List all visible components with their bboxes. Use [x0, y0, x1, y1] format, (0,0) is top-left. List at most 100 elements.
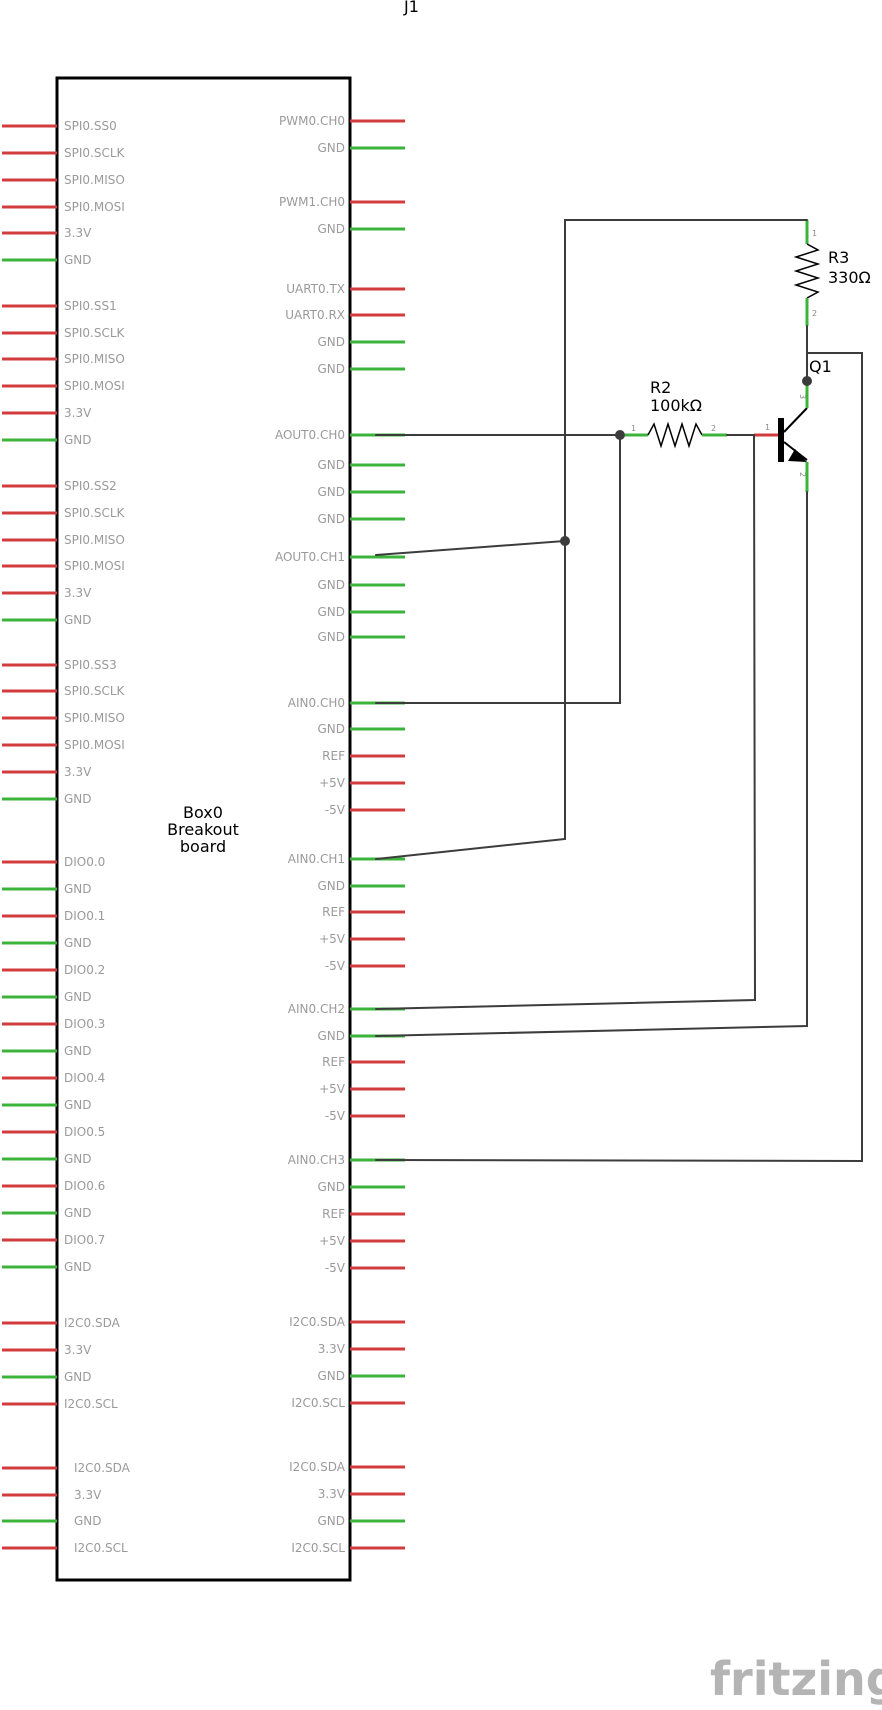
right-pin[interactable]: GND	[317, 335, 405, 349]
right-pin[interactable]: GND	[317, 458, 405, 472]
right-pin[interactable]: I2C0.SCL	[291, 1396, 405, 1410]
left-pin[interactable]: GND	[2, 936, 92, 950]
left-pin[interactable]: I2C0.SDA	[2, 1461, 131, 1475]
left-pin[interactable]: SPI0.SCLK	[2, 684, 126, 698]
right-pin[interactable]: GND	[317, 1514, 405, 1528]
right-pin[interactable]: +5V	[319, 1082, 405, 1096]
left-pin[interactable]: 3.3V	[2, 1488, 102, 1502]
left-pin[interactable]: GND	[2, 1260, 92, 1274]
wire-r2-node-to-ain0-ch0[interactable]	[375, 434, 621, 704]
left-pin[interactable]: DIO0.4	[2, 1071, 105, 1085]
right-pin[interactable]: GND	[317, 630, 405, 644]
left-pin[interactable]: I2C0.SCL	[2, 1397, 118, 1411]
right-pin[interactable]: GND	[317, 222, 405, 236]
right-pin[interactable]: +5V	[319, 776, 405, 790]
left-pin[interactable]: SPI0.SS1	[2, 299, 117, 313]
left-pin[interactable]: DIO0.1	[2, 909, 105, 923]
resistor-r2[interactable]: 1 2 R2 100kΩ	[625, 378, 727, 449]
left-pin[interactable]: DIO0.0	[2, 855, 105, 869]
right-pin[interactable]: GND	[317, 578, 405, 592]
left-pin[interactable]: GND	[2, 990, 92, 1004]
left-pin-label: SPI0.SS3	[64, 658, 117, 672]
right-pin[interactable]: I2C0.SDA	[289, 1315, 405, 1329]
left-pin[interactable]: SPI0.SCLK	[2, 146, 126, 160]
right-pin[interactable]: GND	[317, 605, 405, 619]
left-pin[interactable]: GND	[2, 792, 92, 806]
right-pin[interactable]: -5V	[325, 1261, 405, 1275]
right-pin[interactable]: UART0.RX	[285, 308, 405, 322]
right-pin[interactable]: PWM1.CH0	[279, 195, 405, 209]
left-pin[interactable]: SPI0.MOSI	[2, 379, 125, 393]
left-pin[interactable]: GND	[2, 613, 92, 627]
right-pin[interactable]: REF	[322, 1055, 405, 1069]
resistor-r3[interactable]: 1 2 R3 330Ω	[793, 220, 871, 326]
right-pin[interactable]: UART0.TX	[286, 282, 405, 296]
wire-emitter-to-gnd[interactable]	[375, 491, 808, 1037]
right-pin[interactable]: GND	[317, 362, 405, 376]
junction-collector-node	[802, 376, 812, 386]
right-pin[interactable]: REF	[322, 749, 405, 763]
left-pin[interactable]: DIO0.2	[2, 963, 105, 977]
wire-collector-to-ain0-ch3[interactable]	[375, 352, 863, 1163]
right-pin[interactable]: REF	[322, 1207, 405, 1221]
left-pin[interactable]: SPI0.SCLK	[2, 326, 126, 340]
left-pin[interactable]: DIO0.7	[2, 1233, 105, 1247]
left-pin[interactable]: GND	[2, 882, 92, 896]
left-pin[interactable]: DIO0.5	[2, 1125, 105, 1139]
left-pin[interactable]: 3.3V	[2, 1343, 92, 1357]
right-pin[interactable]: +5V	[319, 1234, 405, 1248]
left-pin[interactable]: SPI0.SCLK	[2, 506, 126, 520]
wire-q1-base-to-ain0-ch2[interactable]	[375, 434, 757, 1010]
left-pin[interactable]: SPI0.SS0	[2, 119, 117, 133]
left-pin[interactable]: SPI0.MISO	[2, 533, 125, 547]
left-pin[interactable]: 3.3V	[2, 406, 92, 420]
right-pin[interactable]: AIN0.CH1	[288, 852, 405, 866]
left-pin[interactable]: GND	[2, 1514, 102, 1528]
left-pin[interactable]: GND	[2, 253, 92, 267]
wire-aout0-ch1-to-r3[interactable]	[375, 219, 808, 556]
left-pin[interactable]: SPI0.MOSI	[2, 738, 125, 752]
left-pin[interactable]: GND	[2, 1098, 92, 1112]
wire-aout0-ch1-to-ain0-ch1[interactable]	[375, 540, 566, 860]
right-pin[interactable]: GND	[317, 879, 405, 893]
right-pin[interactable]: I2C0.SDA	[289, 1460, 405, 1474]
left-pin[interactable]: SPI0.SS2	[2, 479, 117, 493]
right-pin[interactable]: REF	[322, 905, 405, 919]
right-pin[interactable]: GND	[317, 1180, 405, 1194]
left-pin[interactable]: 3.3V	[2, 765, 92, 779]
right-pin[interactable]: GND	[317, 485, 405, 499]
right-pin[interactable]: 3.3V	[318, 1487, 405, 1501]
right-pin[interactable]: GND	[317, 512, 405, 526]
right-pin[interactable]: GND	[317, 1369, 405, 1383]
left-pin[interactable]: I2C0.SDA	[2, 1316, 121, 1330]
left-pin[interactable]: GND	[2, 1370, 92, 1384]
right-pin[interactable]: PWM0.CH0	[279, 114, 405, 128]
right-pin[interactable]: GND	[317, 141, 405, 155]
right-pin[interactable]: -5V	[325, 1109, 405, 1123]
right-pin-label: -5V	[325, 1261, 346, 1275]
right-pin[interactable]: I2C0.SCL	[291, 1541, 405, 1555]
left-pin[interactable]: GND	[2, 433, 92, 447]
left-pin[interactable]: GND	[2, 1152, 92, 1166]
right-pin[interactable]: AOUT0.CH1	[275, 550, 405, 564]
left-pin[interactable]: DIO0.3	[2, 1017, 105, 1031]
left-pin[interactable]: 3.3V	[2, 226, 92, 240]
left-pin[interactable]: DIO0.6	[2, 1179, 105, 1193]
left-pin[interactable]: 3.3V	[2, 586, 92, 600]
left-pin[interactable]: SPI0.MISO	[2, 711, 125, 725]
left-pin[interactable]: GND	[2, 1206, 92, 1220]
right-pin[interactable]: -5V	[325, 803, 405, 817]
left-pin[interactable]: SPI0.MISO	[2, 173, 125, 187]
right-pin[interactable]: GND	[317, 722, 405, 736]
right-pin[interactable]: -5V	[325, 959, 405, 973]
left-pin[interactable]: GND	[2, 1044, 92, 1058]
board-outline[interactable]	[55, 76, 352, 1582]
left-pin[interactable]: SPI0.SS3	[2, 658, 117, 672]
right-pin[interactable]: 3.3V	[318, 1342, 405, 1356]
left-pin[interactable]: SPI0.MOSI	[2, 200, 125, 214]
left-pin[interactable]: SPI0.MOSI	[2, 559, 125, 573]
right-pin[interactable]: +5V	[319, 932, 405, 946]
transistor-q1[interactable]: 1 3 2 Q1	[754, 357, 832, 492]
left-pin[interactable]: I2C0.SCL	[2, 1541, 128, 1555]
left-pin[interactable]: SPI0.MISO	[2, 352, 125, 366]
